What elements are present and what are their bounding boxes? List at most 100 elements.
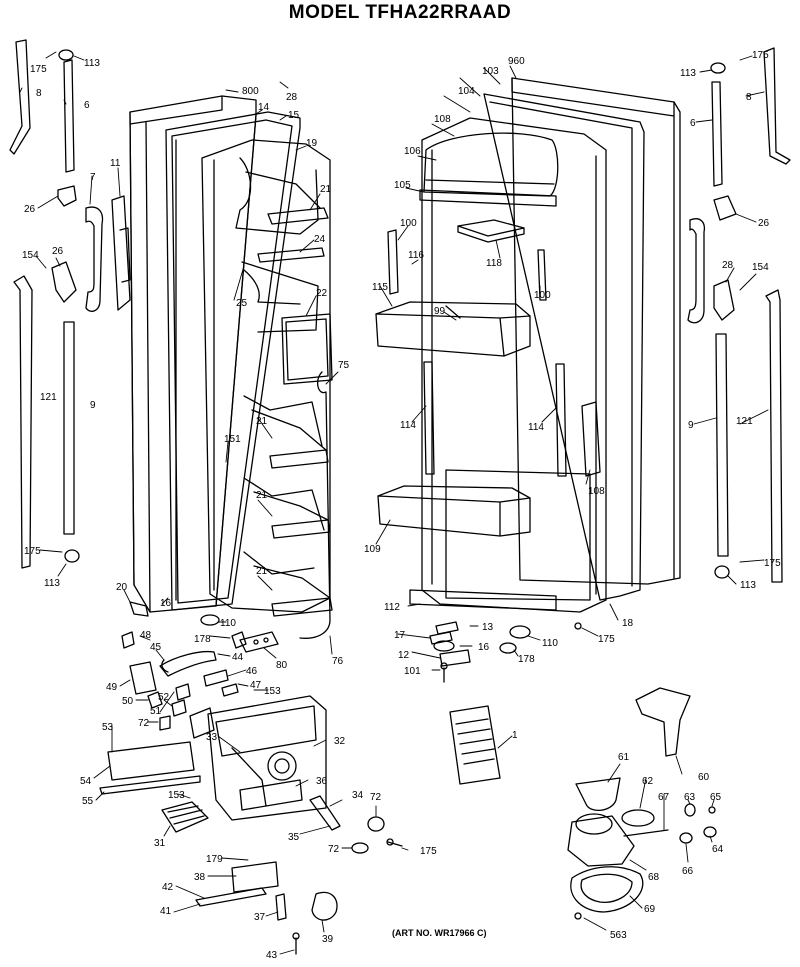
- callout-l11: 11: [110, 158, 121, 169]
- dispenser-housing-33: [189, 707, 215, 739]
- callout-r121: 121: [736, 416, 753, 427]
- callout-l75: 75: [338, 360, 350, 371]
- callout-l33: 33: [206, 732, 218, 743]
- disc-62: [621, 809, 655, 827]
- grille-31: [161, 801, 209, 833]
- callout-l41: 41: [160, 906, 172, 917]
- callout-l46: 46: [246, 666, 258, 677]
- callout-l34: 34: [352, 790, 364, 801]
- freezer-door-gasket: [165, 111, 301, 611]
- callout-l49: 49: [106, 682, 118, 693]
- screw-43: [292, 932, 300, 955]
- callout-l44: 44: [232, 652, 244, 663]
- callout-l175c: 175: [420, 846, 437, 857]
- callout-r28: 28: [722, 260, 734, 271]
- callout-r18: 18: [622, 618, 634, 629]
- callout-r101: 101: [404, 666, 421, 677]
- dairy-door-106: [423, 132, 559, 197]
- left-handle-mount-11: [111, 195, 131, 311]
- callout-l22: 22: [316, 288, 328, 299]
- callout-r68: 68: [648, 872, 660, 883]
- callout-r17: 17: [394, 630, 406, 641]
- callout-r9: 9: [688, 420, 694, 431]
- callout-r113: 113: [680, 68, 696, 79]
- stop-110: [200, 614, 220, 626]
- callout-l7: 7: [90, 172, 96, 183]
- cap-64: [703, 826, 717, 838]
- ice-cup-61: [575, 777, 621, 811]
- callout-r104: 104: [458, 86, 475, 97]
- use-and-care-manual-1: [449, 705, 501, 785]
- callout-r106: 106: [404, 146, 421, 157]
- callout-l21d: 21: [256, 566, 268, 577]
- callout-r1: 1: [512, 730, 518, 741]
- callout-r103: 103: [482, 66, 499, 77]
- shelf-bar-105: [419, 189, 557, 207]
- callout-l175b: 175: [24, 546, 41, 557]
- callout-l54: 54: [80, 776, 92, 787]
- callout-r109: 109: [364, 544, 381, 555]
- callout-l121a: 121: [40, 392, 57, 403]
- callout-r61: 61: [618, 752, 630, 763]
- callout-l800: 800: [242, 86, 259, 97]
- dispenser-assembly-32: [207, 695, 327, 821]
- left-end-cap-113: [58, 49, 74, 61]
- callout-l21b: 21: [256, 416, 268, 427]
- fan-motor-68: [567, 813, 635, 867]
- callout-r67: 67: [658, 792, 670, 803]
- callout-l15: 15: [288, 110, 300, 121]
- callout-r69: 69: [644, 904, 656, 915]
- lever-51: [175, 683, 191, 701]
- callout-l45: 45: [150, 642, 162, 653]
- right-hinge-bracket-26: [713, 195, 737, 221]
- screw-563: [574, 912, 582, 920]
- callout-l175: 175: [30, 64, 47, 75]
- callout-r64: 64: [712, 844, 724, 855]
- spring-50: [147, 691, 163, 709]
- left-end-cap-113b: [64, 549, 80, 563]
- fan-housing-69: [570, 866, 644, 913]
- callout-r114b: 114: [528, 422, 544, 433]
- callout-l53: 53: [102, 722, 114, 733]
- pad-72a: [159, 715, 171, 731]
- callout-r154: 154: [752, 262, 769, 273]
- bracket-178: [231, 631, 247, 649]
- callout-r13: 13: [482, 622, 494, 633]
- freezer-shelf-21d: [253, 565, 333, 617]
- left-trim-6: [63, 59, 75, 173]
- washer-63: [684, 803, 696, 817]
- spacer-66: [679, 832, 693, 844]
- callout-l25: 25: [236, 298, 248, 309]
- callout-r116: 116: [408, 250, 424, 261]
- callout-r100b: 100: [534, 290, 551, 301]
- callout-r60: 60: [698, 772, 710, 783]
- callout-l151: 151: [224, 434, 241, 445]
- callout-l48: 48: [140, 630, 152, 641]
- screw-175c: [386, 838, 403, 847]
- callout-l47: 47: [250, 680, 262, 691]
- rail-100-left: [387, 229, 399, 295]
- callout-l38: 38: [194, 872, 206, 883]
- bin-115: [375, 301, 531, 357]
- callout-l52: 52: [158, 692, 170, 703]
- callout-l37: 37: [254, 912, 266, 923]
- callout-l9a: 9: [90, 400, 96, 411]
- stop-110-right: [509, 625, 531, 639]
- callout-r12: 12: [398, 650, 410, 661]
- callout-r113b: 113: [740, 580, 756, 591]
- shaft-67: [623, 829, 669, 837]
- callout-l72b: 72: [370, 792, 382, 803]
- callout-l35: 35: [288, 832, 300, 843]
- callout-r63: 63: [684, 792, 696, 803]
- callout-r6: 6: [690, 118, 696, 129]
- callout-l19: 19: [306, 138, 318, 149]
- callout-l179: 179: [206, 854, 223, 865]
- callout-l6a: 6: [84, 100, 90, 111]
- freezer-shelf-21c: [253, 491, 331, 539]
- left-trim-121: [13, 275, 33, 569]
- callout-l8a: 8: [36, 88, 42, 99]
- motor-39: [311, 891, 338, 921]
- hinge-12: [439, 649, 471, 667]
- callout-l153b: 153: [168, 790, 185, 801]
- callout-r66: 66: [682, 866, 694, 877]
